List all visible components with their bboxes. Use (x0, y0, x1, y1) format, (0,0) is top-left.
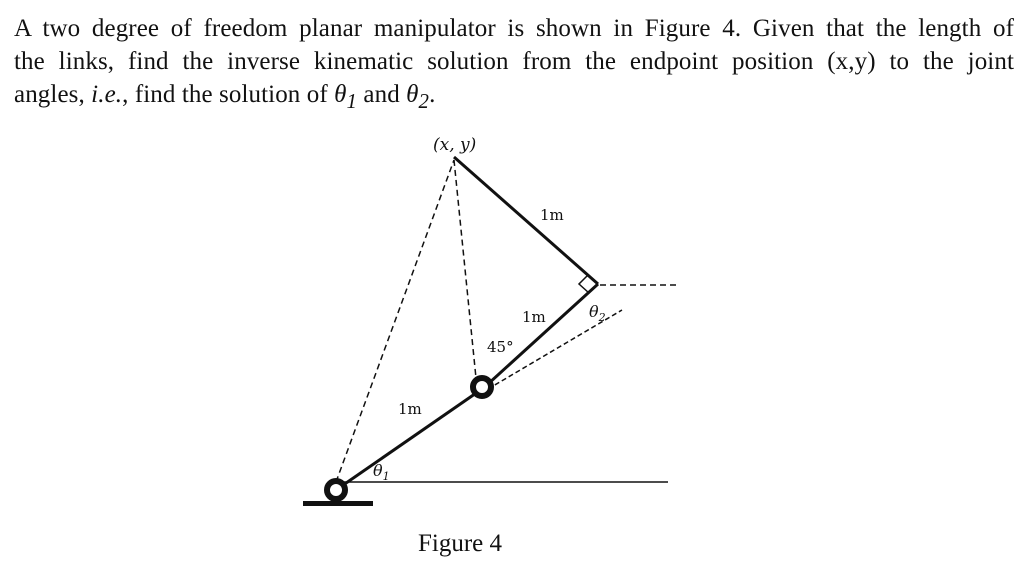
endpoint-label: (x, y) (433, 135, 476, 155)
problem-line-3: angles, i.e., find the solution of θ1 an… (14, 78, 1014, 118)
link-1 (335, 387, 483, 492)
theta2-symbol-base: θ (406, 81, 419, 108)
ground-base (303, 501, 373, 506)
figure-caption: Figure 4 (417, 530, 503, 557)
theta1-label: θ1 (373, 461, 390, 483)
link-3 (453, 155, 599, 286)
problem-line-3-mid: , find the solution of (122, 81, 335, 108)
problem-line-3-end: . (429, 81, 436, 108)
angle-45-label: 45° (487, 338, 514, 356)
theta1-symbol-base: θ (334, 81, 347, 108)
middle-joint (470, 375, 494, 399)
base-to-endpoint-line (335, 159, 455, 483)
problem-line-1: A two degree of freedom planar manipulat… (14, 15, 1014, 42)
theta1-label-base: θ (373, 461, 383, 480)
theta2-symbol-sub: 2 (418, 89, 430, 113)
theta2-label-sub: 2 (598, 311, 606, 324)
theta2-symbol: θ2 (406, 81, 429, 113)
problem-line-3-and: and (357, 81, 407, 108)
theta1-symbol: θ1 (334, 81, 357, 113)
problem-line-3-prefix: angles, (14, 81, 92, 108)
problem-statement: A two degree of freedom planar manipulat… (14, 12, 1014, 118)
problem-line-2: the links, find the inverse kinematic so… (14, 48, 1014, 75)
link-top-label: 1m (540, 206, 564, 224)
endpoint-to-joint-line (453, 159, 477, 379)
link-upper-label: 1m (522, 308, 546, 326)
link-lower-label: 1m (398, 400, 422, 418)
theta1-symbol-sub: 1 (346, 89, 358, 113)
right-angle-marker (577, 274, 590, 294)
link-extension-line (487, 309, 623, 390)
theta2-label-base: θ (589, 302, 599, 321)
theta2-label: θ2 (589, 302, 606, 324)
theta1-label-sub: 1 (383, 470, 390, 483)
base-joint (324, 478, 348, 502)
ie-abbrev: i.e. (91, 81, 123, 108)
link-2 (486, 282, 600, 386)
